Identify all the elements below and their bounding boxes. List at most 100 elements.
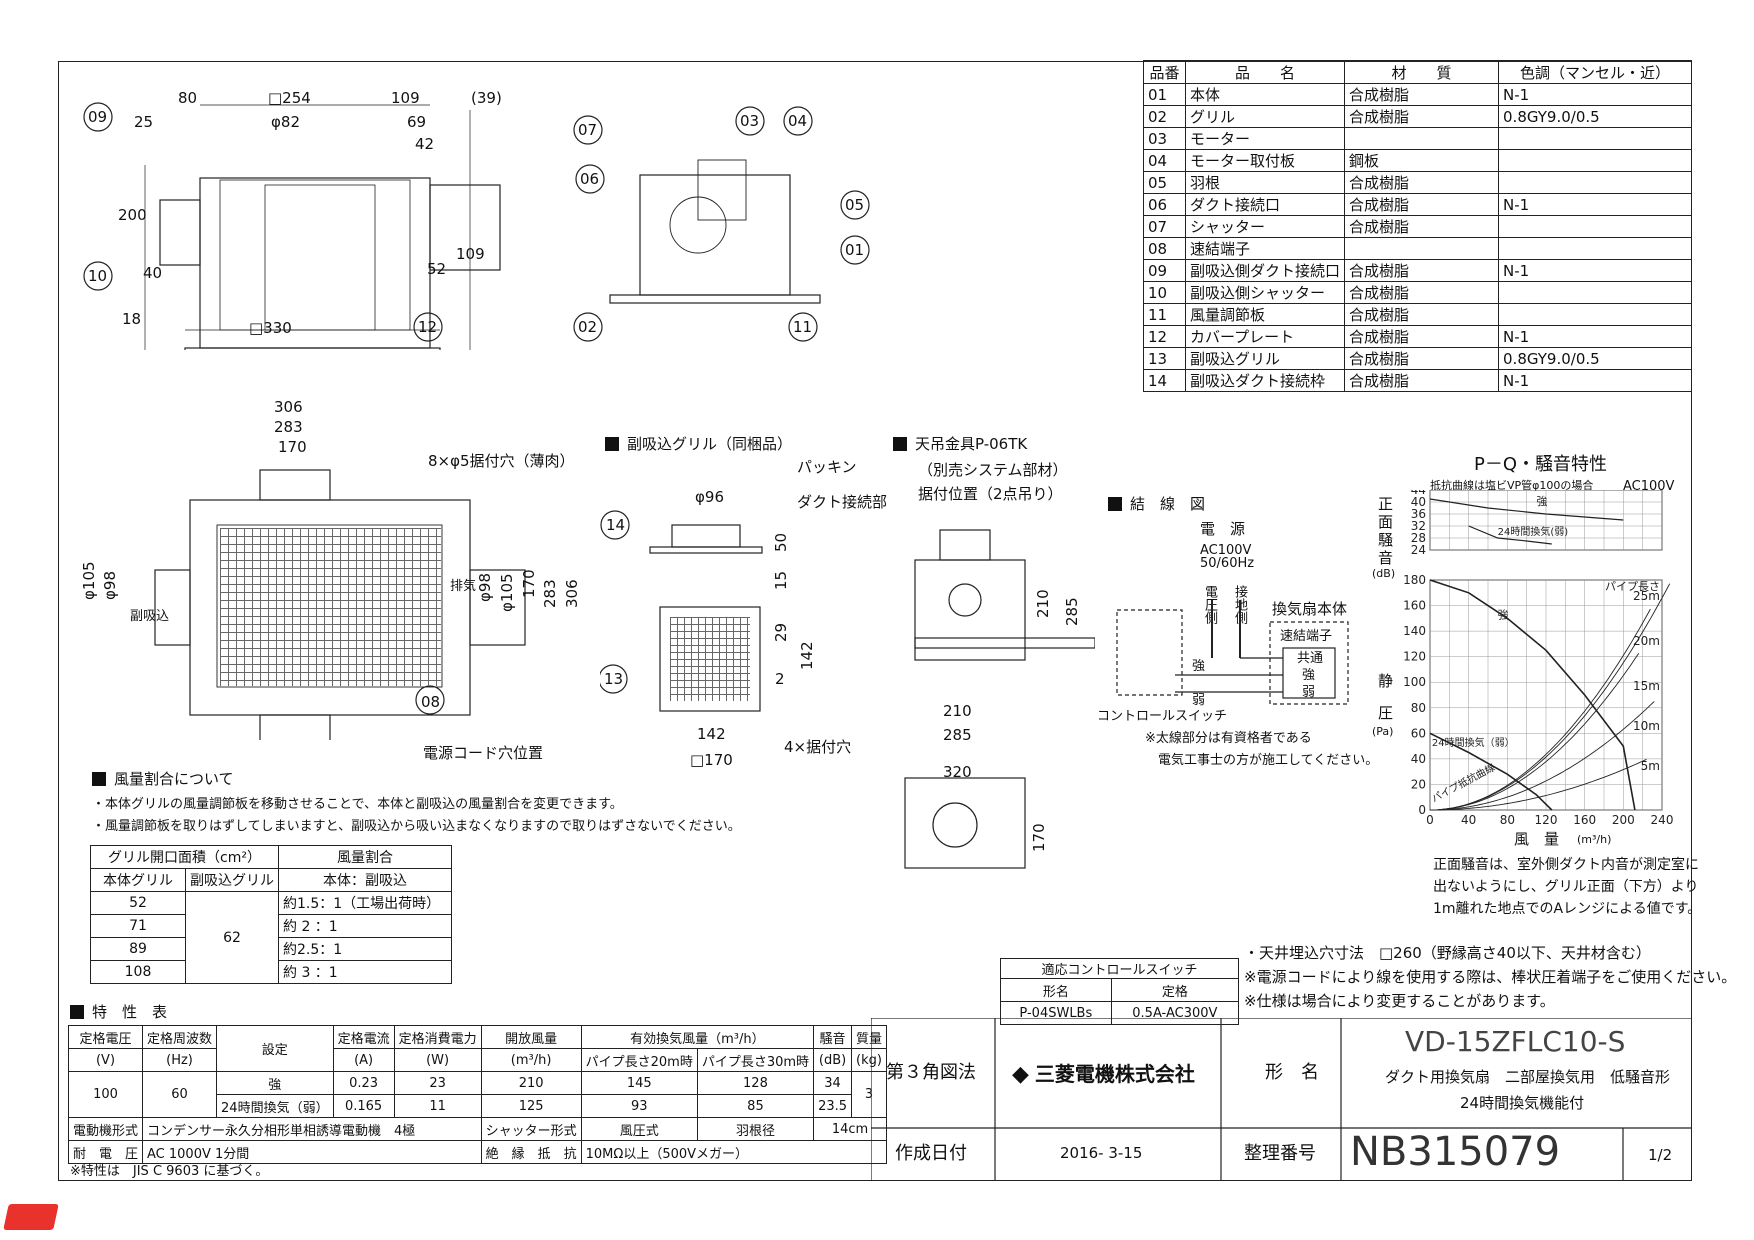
sp-label-2: 圧 (1378, 704, 1394, 722)
pressure-tick-label: 0 (1418, 803, 1426, 817)
table-cell: 0.8GY9.0/0.5 (1498, 347, 1692, 370)
duct-bottom (259, 714, 331, 740)
pq-note-1: 正面騒音は、室外側ダクト内音が測定室に (1433, 857, 1699, 873)
sp-unit: (Pa) (1372, 725, 1394, 738)
note-3: ※仕様は場合により変更することがあります。 (1244, 992, 1555, 1010)
projection-method: 第３角図法 (886, 1062, 976, 1083)
table-cell: 11 (393, 1094, 482, 1118)
label-cell: 絶 縁 抵 抗 (480, 1140, 582, 1164)
noise-curve-strong (1429, 498, 1624, 521)
table-cell (1498, 171, 1692, 194)
header-cell: 副吸込グリル (185, 868, 279, 892)
dim-label: φ98 (476, 573, 494, 602)
header-cell: 設定 (216, 1025, 334, 1072)
company-name: ◆三菱電機株式会社 (1012, 1064, 1195, 1086)
noise-tick-label: 24 (1411, 543, 1426, 557)
callout-label: 03 (740, 112, 760, 130)
table-cell: カバープレート (1184, 325, 1346, 348)
x-tick-label: 120 (1535, 813, 1558, 827)
callout-circle (840, 235, 870, 265)
corner-logo-icon (3, 1204, 59, 1230)
table-cell: 副吸込ダクト接続枠 (1184, 369, 1346, 392)
switch-box (1116, 609, 1183, 696)
flange (649, 546, 763, 554)
table-cell: 合成樹脂 (1344, 303, 1500, 326)
noise-tick-label: 32 (1411, 519, 1426, 533)
header-cell: 形名 (1000, 978, 1112, 1002)
table-cell: N-1 (1498, 325, 1692, 348)
noise-tick-label: 36 (1411, 507, 1426, 521)
model-number: VD-15ZFLC10-S (1405, 1025, 1626, 1058)
base (914, 637, 1095, 649)
dim-label: 170 (278, 438, 307, 456)
duct-right (429, 184, 501, 271)
table-cell: 合成樹脂 (1344, 105, 1500, 128)
table-cell: 0.23 (332, 1071, 395, 1095)
terminal-block (1282, 647, 1336, 699)
callout-circle (840, 190, 870, 220)
bullet-square (70, 1005, 84, 1019)
fan (669, 196, 727, 254)
header-cell: 適応コントロールスイッチ (1000, 958, 1239, 979)
table-cell: 23 (393, 1071, 482, 1095)
noise-tick-label: 40 (1411, 495, 1426, 509)
page-number: 1/2 (1648, 1146, 1673, 1164)
plan-view-drawing (154, 469, 526, 740)
table-cell: 合成樹脂 (1344, 369, 1500, 392)
table-cell: 合成樹脂 (1344, 171, 1500, 194)
freq-label: 50/60Hz (1200, 556, 1255, 571)
pipe-length-label: 20m (1633, 634, 1660, 648)
callout-circle (413, 312, 443, 342)
table-cell: N-1 (1498, 369, 1692, 392)
table-cell: P-04SWLBs (1000, 1001, 1112, 1025)
noise-label-3: 騒 (1378, 531, 1394, 549)
x-tick-label: 240 (1651, 813, 1674, 827)
dim-label: 52 (427, 260, 447, 278)
power-label: 電 源 (1200, 520, 1246, 538)
spec-table: 定格電圧 定格周波数 設定 定格電流 定格消費電力 開放風量 有効換気風量（m³… (67, 1025, 888, 1164)
grille (659, 606, 761, 712)
spec-footnote: ※特性は JIS C 9603 に基づく。 (70, 1164, 269, 1179)
table-cell: コンデンサー永久分相形単相誘導電動機 4極 (142, 1117, 482, 1141)
pipe-length-label: 25m (1633, 589, 1660, 603)
table-cell: 108 (90, 960, 186, 984)
pq-curve-strong (1429, 579, 1636, 811)
header-cell: 材 質 (1344, 60, 1500, 84)
table-cell: 合成樹脂 (1344, 215, 1500, 238)
pressure-tick-label: 40 (1411, 752, 1426, 766)
callout-circle (573, 115, 603, 145)
table-cell: 鋼板 (1344, 149, 1500, 172)
table-cell: 0.5A-AC300V (1110, 1001, 1240, 1025)
voltage-label: AC100V (1200, 543, 1252, 558)
table-cell: 09 (1143, 259, 1186, 282)
table-cell: 副吸込側シャッター (1184, 281, 1346, 304)
model-label: 形 名 (1265, 1062, 1319, 1083)
table-cell: 52 (90, 891, 186, 915)
dim-label: 285 (1063, 597, 1081, 626)
unit-cell: (W) (393, 1048, 482, 1072)
table-cell: 約 3 ：1 (278, 960, 452, 984)
dim-label: 320 (943, 763, 972, 781)
parts-table-header: 品番 品 名 材 質 色調（マンセル・近） (1143, 60, 1692, 84)
spec-title-text: 特 性 表 (92, 1003, 168, 1021)
table-cell: N-1 (1498, 259, 1692, 282)
wiring-title-text: 結 線 図 (1130, 495, 1206, 513)
dim-label: 170 (1030, 823, 1048, 852)
dim-label: 40 (143, 264, 163, 282)
wiring-diagram (1116, 600, 1349, 705)
table-cell: 合成樹脂 (1344, 281, 1500, 304)
bullet-square (1108, 497, 1122, 511)
table-cell: 125 (480, 1094, 582, 1118)
x-tick-label: 40 (1461, 813, 1476, 827)
note-1: ・天井埋込穴寸法 □260（野縁高さ40以下、天井材含む） (1244, 944, 1651, 962)
table-cell: 10 (1143, 281, 1186, 304)
table-cell: モーター取付板 (1184, 149, 1346, 172)
hanger-sub2: 据付位置（2点吊り） (918, 485, 1063, 503)
noise-label-2: 面 (1378, 513, 1394, 531)
table-cell: 合成樹脂 (1344, 259, 1500, 282)
unit-cell: (dB) (813, 1048, 853, 1072)
